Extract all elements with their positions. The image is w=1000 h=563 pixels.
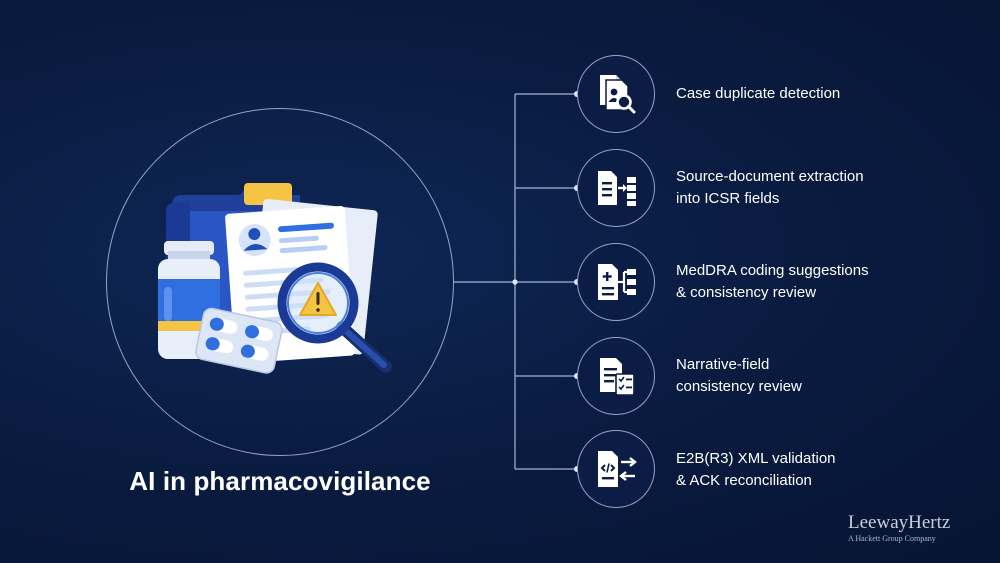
brand-tagline: A Hackett Group Company (848, 534, 936, 543)
hero-circle (106, 108, 454, 456)
document-to-table-icon (598, 171, 636, 206)
brand-name: LeewayHertz (848, 512, 951, 533)
feature-label-line: Source-document extraction (676, 168, 864, 185)
feature-label-line: MedDRA coding suggestions (676, 262, 869, 279)
feature-label-e2b-validation: E2B(R3) XML validation & ACK reconciliat… (676, 448, 976, 492)
feature-label-line: consistency review (676, 378, 802, 395)
feature-node-meddra-coding (577, 243, 655, 321)
feature-label-line: & ACK reconciliation (676, 472, 812, 489)
feature-label-source-extraction: Source-document extraction into ICSR fie… (676, 166, 976, 210)
document-hierarchy-icon (598, 264, 636, 300)
feature-label-line: E2B(R3) XML validation (676, 450, 836, 467)
feature-label-line: Case duplicate detection (676, 85, 841, 102)
feature-label-narrative-review: Narrative-field consistency review (676, 354, 976, 398)
feature-node-duplicate-detection (577, 55, 655, 133)
feature-label-line: Narrative-field (676, 356, 770, 373)
main-title: AI in pharmacovigilance (129, 466, 431, 496)
feature-label-duplicate-detection: Case duplicate detection (676, 83, 976, 105)
brand-logo: LeewayHertz A Hackett Group Company (848, 513, 988, 544)
code-exchange-icon (598, 451, 637, 487)
feature-label-line: into ICSR fields (676, 190, 780, 207)
feature-node-e2b-validation (577, 430, 655, 508)
document-checklist-icon (600, 358, 635, 396)
document-search-icon (600, 75, 636, 114)
feature-node-source-extraction (577, 149, 655, 227)
feature-node-narrative-review (577, 337, 655, 415)
feature-label-meddra-coding: MedDRA coding suggestions & consistency … (676, 260, 976, 304)
feature-label-line: & consistency review (676, 284, 817, 301)
medical-case-review-illustration (158, 183, 392, 374)
